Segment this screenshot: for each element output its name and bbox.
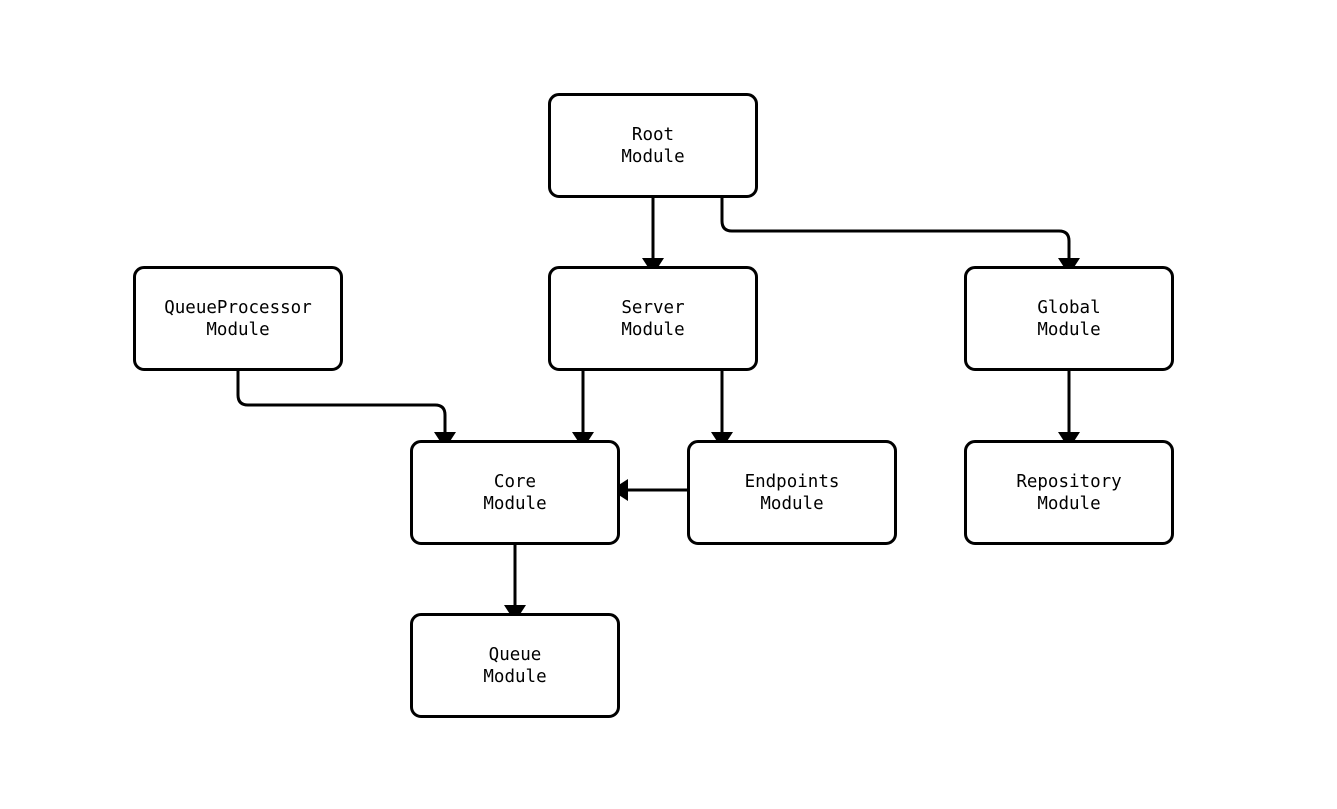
node-queue-label-line1: Queue <box>488 644 542 665</box>
node-queueprocessor[interactable]: QueueProcessor Module <box>133 266 343 371</box>
node-root[interactable]: Root Module <box>548 93 758 198</box>
node-repository[interactable]: Repository Module <box>964 440 1174 545</box>
node-endpoints-label-line2: Module <box>760 493 824 514</box>
edge-paths <box>236 198 1080 622</box>
edge-queueprocessor-core <box>236 371 447 432</box>
node-core-label-line1: Core <box>493 471 537 492</box>
edge-root-global <box>720 198 1071 258</box>
node-endpoints[interactable]: Endpoints Module <box>687 440 897 545</box>
node-root-label-line1: Root <box>631 124 675 145</box>
node-queueprocessor-label-line1: QueueProcessor <box>164 297 312 318</box>
node-root-label-line2: Module <box>621 146 685 167</box>
node-queue-label-line2: Module <box>483 666 547 687</box>
node-global[interactable]: Global Module <box>964 266 1174 371</box>
node-core-label-line2: Module <box>483 493 547 514</box>
node-core[interactable]: Core Module <box>410 440 620 545</box>
node-queue[interactable]: Queue Module <box>410 613 620 718</box>
node-server-label-line1: Server <box>621 297 685 318</box>
node-server[interactable]: Server Module <box>548 266 758 371</box>
node-endpoints-label-line1: Endpoints <box>744 471 840 492</box>
node-global-label-line1: Global <box>1037 297 1101 318</box>
node-server-label-line2: Module <box>621 319 685 340</box>
node-global-label-line2: Module <box>1037 319 1101 340</box>
node-repository-label-line2: Module <box>1037 493 1101 514</box>
node-repository-label-line1: Repository <box>1016 471 1122 492</box>
node-queueprocessor-label-line2: Module <box>206 319 270 340</box>
